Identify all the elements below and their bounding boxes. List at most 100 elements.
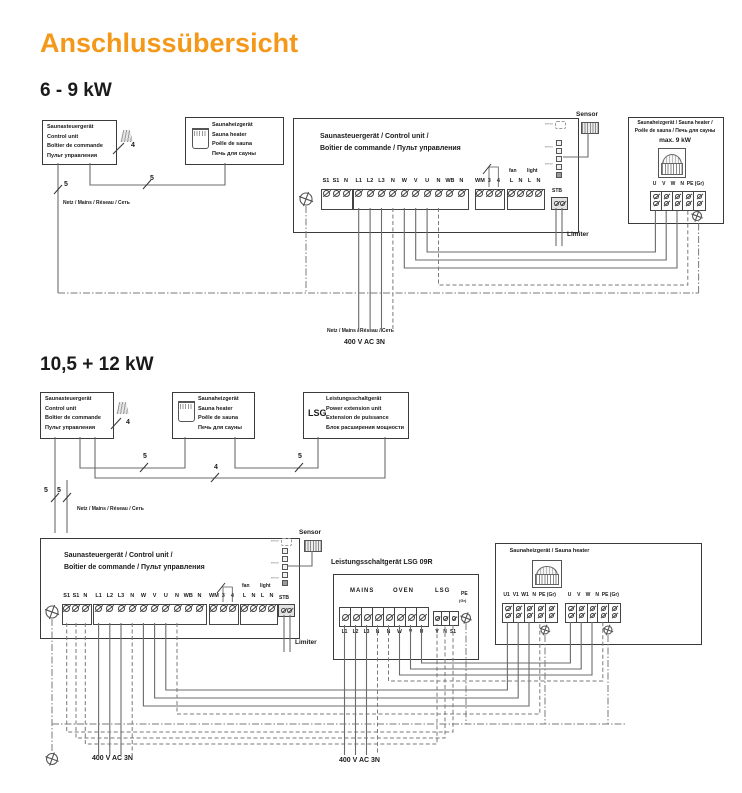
lsg-terminal-cell xyxy=(442,612,450,625)
heater-terminal-label: W xyxy=(670,181,676,187)
terminal-screw xyxy=(568,612,574,619)
stb-screw xyxy=(553,201,559,206)
terminal: L1 xyxy=(93,592,104,612)
terminal-label: S1 xyxy=(449,629,457,635)
terminal-screw xyxy=(95,605,103,612)
terminal-label: L1 xyxy=(95,593,102,599)
terminal-screw xyxy=(435,616,440,621)
terminal-label: V xyxy=(152,593,157,599)
terminal-label: L2 xyxy=(366,178,374,184)
terminal-label: N xyxy=(436,178,441,184)
limiter-label: Limiter xyxy=(567,231,589,238)
heater-terminal-label: N xyxy=(595,592,599,598)
terminal-screw xyxy=(72,605,80,612)
terminal: N xyxy=(433,177,444,197)
terminal: S1 xyxy=(71,592,80,612)
connector-square xyxy=(282,580,288,586)
control-box-line: Control unit xyxy=(47,133,79,140)
terminal-screw xyxy=(407,613,415,621)
terminal-screw xyxy=(578,605,585,612)
terminal-screw xyxy=(548,605,555,612)
stb-terminal-block xyxy=(278,604,295,617)
lsg-box-line: Leistungsschaltgerät xyxy=(326,396,382,402)
terminal: L3 xyxy=(376,177,387,197)
terminal-label: L1 xyxy=(355,178,362,184)
connector-square xyxy=(282,564,288,570)
cable-label-5: 5 xyxy=(143,453,147,460)
terminal: L xyxy=(258,592,267,612)
terminal-screw xyxy=(526,612,533,619)
section2-heading: 10,5 + 12 kW xyxy=(40,354,154,375)
voltage-label: 400 V AC 3N xyxy=(344,339,385,346)
terminal-label: L2 xyxy=(106,593,114,599)
terminal: 3 xyxy=(219,592,228,612)
terminal-label: L3 xyxy=(117,593,125,599)
terminal-label: L3 xyxy=(363,629,370,635)
lsg-box-line: Power extension unit xyxy=(326,405,382,412)
terminal-screw xyxy=(241,605,248,612)
terminal-screw xyxy=(485,190,493,197)
terminal-screw xyxy=(494,190,502,197)
terminal-label: S1 xyxy=(332,178,340,184)
heater-terminal-column xyxy=(651,192,662,210)
terminal-screw xyxy=(578,612,585,619)
heater-terminal-column xyxy=(566,604,577,622)
terminal-screw xyxy=(63,605,71,612)
connector-square xyxy=(556,148,562,154)
terminal-screw xyxy=(385,613,393,621)
terminal-screw xyxy=(537,612,544,619)
terminal: W xyxy=(399,177,410,197)
terminal: 4 xyxy=(494,177,503,197)
heater-terminal-column xyxy=(694,192,705,210)
terminal-screw xyxy=(322,190,330,197)
terminal-screw xyxy=(342,190,350,197)
lsg-group-mains: MAINS xyxy=(350,588,375,594)
terminal-label: V xyxy=(413,178,418,184)
terminal-label: N xyxy=(197,593,202,599)
terminal-label: N xyxy=(536,178,541,184)
terminal-label: N xyxy=(459,178,464,184)
lsg-terminal-cell xyxy=(351,608,362,626)
mains-label: Netz / Mains / Réseau / Сеть xyxy=(327,328,394,334)
lsg-terminal-cell xyxy=(417,608,428,626)
terminal-screw xyxy=(589,605,596,612)
terminal-label: 4 xyxy=(230,593,234,599)
lamp-icon xyxy=(116,402,129,414)
heater-terminal-column xyxy=(503,604,514,622)
connector-icon xyxy=(281,538,292,546)
heater-terminal-column xyxy=(598,604,610,622)
lsg-terminal-cell xyxy=(450,612,458,625)
terminal-screw xyxy=(674,193,681,200)
heater-terminal-column xyxy=(609,604,620,622)
cable-label-5: 5 xyxy=(57,487,61,494)
terminal: N xyxy=(127,592,138,612)
terminal-label: L1 xyxy=(341,629,348,635)
terminal-screw xyxy=(685,200,692,207)
lsg-box-line: Extension de puissance xyxy=(326,415,389,422)
stb-terminal-block xyxy=(551,197,568,210)
heater1-title2: Poêle de sauna / Печь для сауны xyxy=(634,128,716,134)
control-unit1-title2: Boîtier de commande / Пульт управления xyxy=(320,145,461,152)
lsg-terminal-block xyxy=(339,607,429,627)
heater1-max-power: max. 9 kW xyxy=(659,137,691,144)
terminal-screw xyxy=(435,190,443,197)
heater-box-line: Sauna heater xyxy=(212,131,247,138)
heater-box-line: Saunaheizgerät xyxy=(212,122,253,128)
limiter-label: Limiter xyxy=(295,639,317,646)
terminal-screw xyxy=(151,605,159,612)
terminal-label: U xyxy=(163,593,168,599)
mains-label: Netz / Mains / Réseau / Сеть xyxy=(77,506,144,512)
terminal-screw xyxy=(268,605,275,612)
control-box-line: Пульт управления xyxy=(45,424,96,431)
